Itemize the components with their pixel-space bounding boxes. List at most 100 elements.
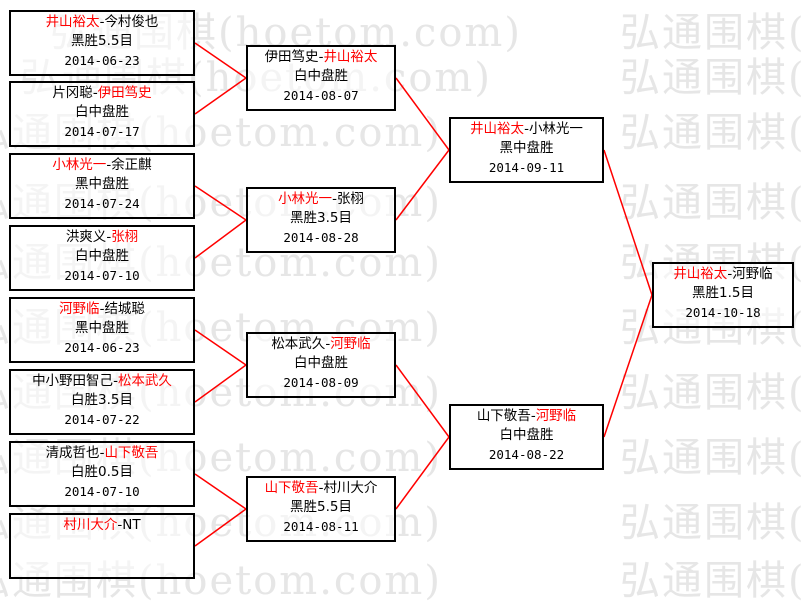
match-players: 中小野田智己-松本武久 [11,372,193,391]
match-date: 2014-07-24 [64,196,140,211]
player-b: 张栩 [336,191,364,207]
match-date: 2014-08-11 [283,519,359,534]
vs-separator: - [332,191,337,207]
vs-separator: - [99,301,105,317]
connector-line [194,219,247,259]
match-result: 黑中盘胜 [499,140,554,156]
player-a: 井山裕太 [470,121,525,137]
match-players: 洪爽义-张栩 [11,228,193,247]
match-players: 井山裕太-今村俊也 [11,13,193,32]
match-date: 2014-07-17 [64,124,140,139]
player-a: 清成哲也 [45,445,100,461]
vs-separator: - [318,480,324,496]
player-b: 今村俊也 [104,14,159,30]
player-a: 山下敬吾 [264,480,319,496]
game-box-r1-8: 村川大介-NT [9,513,195,579]
match-result: 黑胜5.5目 [71,33,133,49]
player-a: 中小野田智己 [32,373,114,389]
match-players: 松本武久-河野临 [248,335,394,354]
connector-line [603,149,653,296]
match-result: 白中盘胜 [294,355,348,371]
match-date: 2014-06-23 [64,340,140,355]
player-b: 河野临 [330,336,371,352]
player-b: 张栩 [111,229,139,245]
player-a: 山下敬吾 [476,408,531,424]
match-date: 2014-07-22 [64,412,140,427]
match-date: 2014-09-11 [488,160,565,175]
player-b: NT [122,517,141,533]
player-a: 小林光一 [52,157,107,173]
vs-separator: - [99,445,105,461]
match-result: 白中盘胜 [75,104,129,120]
connector-line [395,149,450,221]
player-a: 洪爽义 [65,229,107,245]
connector-line [194,364,247,403]
match-players: 清成哲也-山下敬吾 [11,444,193,463]
vs-separator: - [727,266,733,282]
player-a: 井山裕太 [673,266,728,282]
connector-line [603,294,653,438]
match-players: 村川大介-NT [11,516,193,535]
match-date: 2014-07-10 [64,268,140,283]
game-box-r2-3: 松本武久-河野临白中盘胜 2014-08-09 [246,332,396,398]
connector-line [194,508,247,547]
match-date: 2014-07-10 [64,484,140,499]
connector-line [395,436,450,510]
match-players: 井山裕太-河野临 [654,265,792,284]
player-b: 山下敬吾 [104,445,159,461]
vs-separator: - [99,14,105,30]
match-date: 2014-08-07 [283,88,359,103]
player-b: 余正麒 [111,157,152,173]
match-players: 小林光一-张栩 [248,190,394,209]
bracket-connectors [194,42,653,547]
connector-line [395,364,450,438]
match-players: 河野临-结城聪 [11,300,193,319]
match-players: 井山裕太-小林光一 [451,120,602,139]
player-a: 伊田笃史 [264,49,319,65]
connector-line [194,42,247,79]
match-result: 白中盘胜 [499,427,554,443]
match-result: 白中盘胜 [294,68,348,84]
player-a: 村川大介 [63,517,118,533]
match-result: 黑中盘胜 [75,176,129,192]
vs-separator: - [524,121,529,137]
vs-separator: - [113,373,118,389]
match-players: 山下敬吾-河野临 [451,407,602,426]
match-result: 黑中盘胜 [75,320,129,336]
match-date: 2014-08-28 [283,230,359,245]
match-date: 2014-10-18 [685,305,761,320]
vs-separator: - [530,408,536,424]
game-box-r1-3: 小林光一-余正麒黑中盘胜 2014-07-24 [9,153,195,219]
connector-line [194,473,247,510]
vs-separator: - [106,229,112,245]
match-result: 黑胜1.5目 [692,285,754,301]
match-players: 小林光一-余正麒 [11,156,193,175]
player-a: 河野临 [59,301,100,317]
match-result: 白胜0.5目 [71,464,133,480]
match-date: 2014-08-09 [283,375,359,390]
match-result: 白胜3.5目 [71,392,133,408]
connector-line [194,77,247,115]
player-b: 村川大介 [323,480,378,496]
game-box-r4-1: 井山裕太-河野临黑胜1.5目 2014-10-18 [652,262,794,328]
vs-separator: - [117,517,123,533]
player-a: 片冈聪 [52,85,93,101]
connector-line [194,185,247,221]
match-result: 黑胜5.5目 [290,499,352,515]
connector-line [194,329,247,366]
vs-separator: - [92,85,98,101]
match-players: 山下敬吾-村川大介 [248,479,394,498]
player-b: 伊田笃史 [97,85,152,101]
match-players: 片冈聪-伊田笃史 [11,84,193,103]
player-a: 井山裕太 [45,14,100,30]
match-date: 2014-06-23 [64,53,140,68]
player-b: 松本武久 [117,373,172,389]
player-a: 松本武久 [271,336,326,352]
